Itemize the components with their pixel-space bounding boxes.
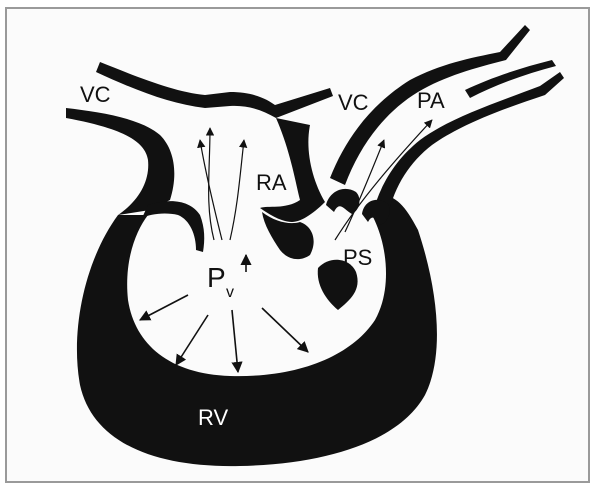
label-pv-subscript: v xyxy=(226,284,234,301)
label-pv: P xyxy=(207,262,226,293)
label-pa: PA xyxy=(417,88,445,113)
label-ps: PS xyxy=(343,245,372,270)
label-rv: RV xyxy=(198,405,228,430)
label-ra: RA xyxy=(256,170,287,195)
label-vc-left: VC xyxy=(80,82,111,107)
label-vc-right: VC xyxy=(338,90,369,115)
